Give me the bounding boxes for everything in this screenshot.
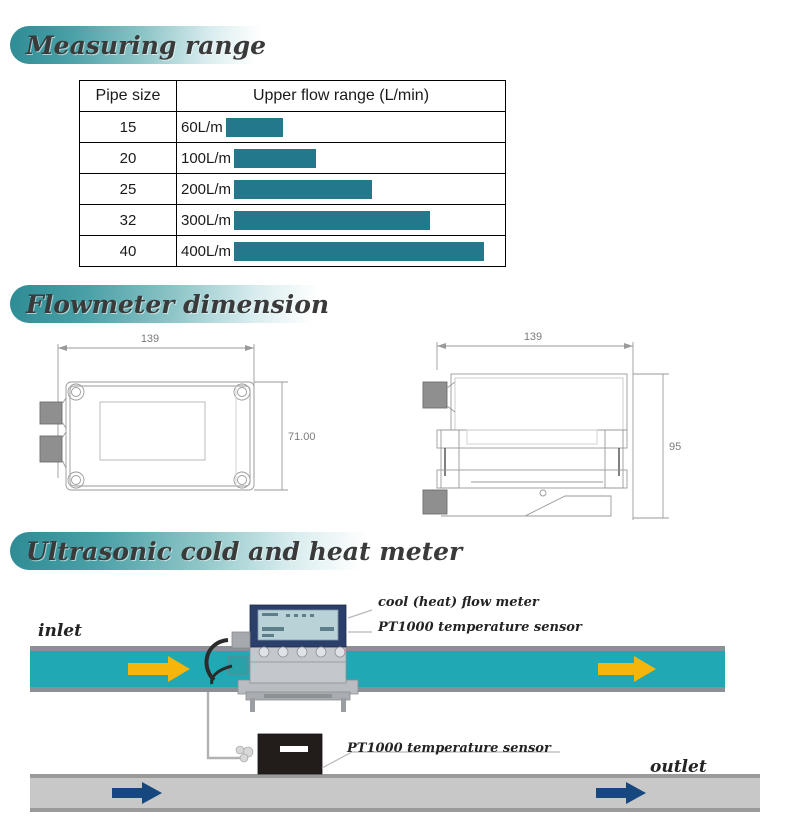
installation-diagram-svg — [30, 604, 760, 812]
cell-upper-flow-range: 60L/m — [176, 111, 506, 143]
flow-bar — [225, 117, 283, 137]
cell-pipe-size: 32 — [79, 204, 177, 236]
section-title-measuring-range: Measuring range — [26, 30, 266, 60]
outlet-label: outlet — [650, 757, 707, 777]
callout-leader-lines — [321, 609, 560, 769]
flow-bar-cell: 100L/m — [177, 143, 505, 173]
flow-bar-cell: 200L/m — [177, 174, 505, 204]
outlet-flow-arrow — [112, 782, 162, 804]
cell-upper-flow-range: 400L/m — [176, 235, 506, 267]
side-view-drawing: 139 95 — [422, 331, 681, 520]
section-header-flowmeter-dimension: Flowmeter dimension — [10, 285, 355, 323]
cell-pipe-size: 25 — [79, 173, 177, 205]
section-title-flowmeter-dimension: Flowmeter dimension — [26, 289, 330, 319]
flow-bar-cell: 60L/m — [177, 112, 505, 142]
inlet-flow-arrow — [598, 656, 656, 682]
flow-bar — [234, 210, 431, 230]
flow-value-label: 200L/m — [181, 180, 232, 198]
section-title-ultrasonic-meter: Ultrasonic cold and heat meter — [26, 536, 463, 566]
pt1000-sensor-lower — [235, 733, 323, 775]
callout-sensor-bottom: PT1000 temperature sensor — [347, 741, 551, 756]
flow-bar — [234, 241, 485, 261]
callout-sensor-top: PT1000 temperature sensor — [378, 620, 582, 635]
cell-pipe-size: 15 — [79, 111, 177, 143]
side-view-height-label: 95 — [669, 441, 681, 453]
cell-upper-flow-range: 300L/m — [176, 204, 506, 236]
flow-value-label: 100L/m — [181, 149, 232, 167]
inlet-pipe — [30, 646, 725, 692]
callout-flow-meter: cool (heat) flow meter — [378, 595, 539, 610]
front-view-height-label: 71.00 — [288, 431, 316, 443]
flow-bar — [234, 179, 373, 199]
cell-pipe-size: 20 — [79, 142, 177, 174]
flow-bar-cell: 300L/m — [177, 205, 505, 235]
front-view-width-label: 139 — [141, 333, 159, 345]
front-view-drawing: 139 71.00 — [39, 333, 316, 491]
section-header-ultrasonic-meter: Ultrasonic cold and heat meter — [10, 532, 462, 570]
flow-value-label: 300L/m — [181, 211, 232, 229]
flow-value-label: 60L/m — [181, 118, 223, 136]
flow-bar — [234, 148, 317, 168]
flow-bar-cell: 400L/m — [177, 236, 505, 266]
side-view-width-label: 139 — [524, 331, 542, 343]
inlet-label: inlet — [38, 621, 82, 641]
column-header-upper-flow-range: Upper flow range (L/min) — [176, 80, 506, 112]
meter-keypad — [258, 646, 346, 658]
outlet-flow-arrow — [596, 782, 646, 804]
installation-diagram: inlet outlet cool (heat) flow meter PT10… — [0, 580, 794, 821]
flow-value-label: 400L/m — [181, 242, 232, 260]
flow-meter-device — [204, 604, 359, 712]
inlet-flow-arrow — [128, 656, 190, 682]
sensor-cable — [206, 692, 240, 760]
cell-upper-flow-range: 100L/m — [176, 142, 506, 174]
column-header-pipe-size: Pipe size — [79, 80, 177, 112]
cell-pipe-size: 40 — [79, 235, 177, 267]
table-header-row: Pipe size Upper flow range (L/min) — [79, 80, 506, 112]
section-header-measuring-range: Measuring range — [10, 26, 290, 64]
cell-upper-flow-range: 200L/m — [176, 173, 506, 205]
